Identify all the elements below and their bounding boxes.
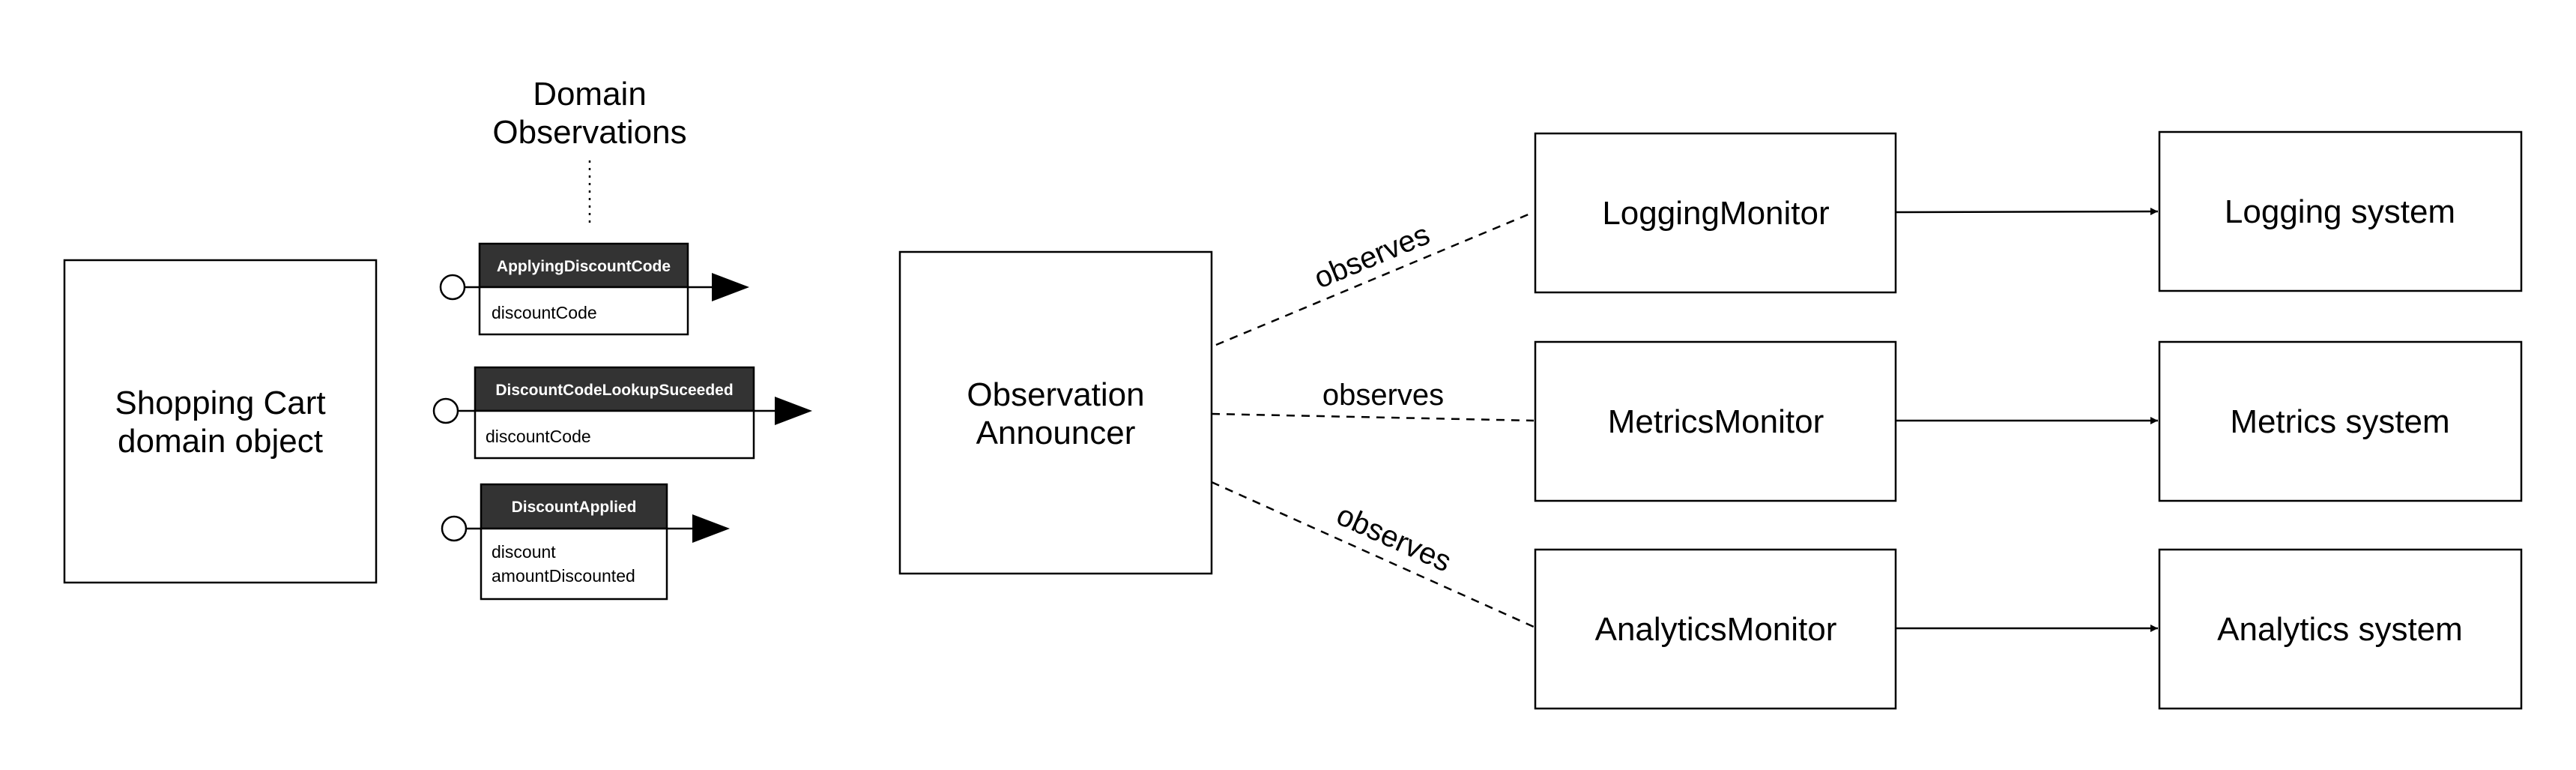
event-discount-code-lookup-suceeded[interactable]: DiscountCodeLookupSuceeded discountCode bbox=[432, 366, 812, 460]
logging-system-box bbox=[2158, 130, 2523, 292]
shopping-cart-label-2: domain object bbox=[118, 423, 323, 460]
shopping-cart-node[interactable]: Shopping Cart domain object bbox=[63, 259, 378, 584]
analytics-system-label: Analytics system bbox=[2217, 611, 2463, 648]
observes-link-logging: observes bbox=[1215, 211, 1535, 346]
metrics-monitor-box bbox=[1534, 340, 1897, 502]
observes-link-analytics: observes bbox=[1211, 481, 1535, 628]
event-discount-applied[interactable]: DiscountApplied discount amountDiscounte… bbox=[441, 483, 730, 601]
analytics-system-node[interactable]: Analytics system bbox=[2158, 548, 2523, 710]
logging-arrow bbox=[1895, 208, 2159, 216]
logging-system-label: Logging system bbox=[2225, 193, 2455, 230]
logging-monitor-label: LoggingMonitor bbox=[1602, 195, 1829, 232]
observation-announcer-label-1: Observation bbox=[967, 376, 1144, 413]
event-3-header bbox=[480, 483, 668, 530]
observation-announcer-box bbox=[898, 250, 1213, 575]
observes-link-metrics: observes bbox=[1211, 379, 1535, 422]
observation-announcer-node[interactable]: Observation Announcer bbox=[898, 250, 1213, 575]
metrics-monitor-node[interactable]: MetricsMonitor bbox=[1534, 340, 1897, 502]
event-3-field-2: amountDiscounted bbox=[492, 566, 635, 586]
event-2-body bbox=[474, 409, 755, 460]
event-3-field-1: discount bbox=[492, 542, 556, 562]
metrics-system-box bbox=[2158, 340, 2523, 502]
metrics-system-label: Metrics system bbox=[2230, 403, 2449, 440]
event-applying-discount-code[interactable]: ApplyingDiscountCode discountCode bbox=[439, 242, 749, 336]
event-3-body bbox=[480, 527, 668, 601]
event-1-body bbox=[478, 286, 689, 336]
event-1-port-icon bbox=[439, 274, 466, 301]
event-1-field-1: discountCode bbox=[492, 303, 597, 322]
logging-monitor-box bbox=[1534, 132, 1897, 294]
event-1-arrow-icon bbox=[712, 273, 749, 301]
observes-label-logging: observes bbox=[1310, 217, 1435, 295]
observes-line-logging bbox=[1215, 211, 1535, 346]
domain-observations-heading: Domain Observations bbox=[492, 76, 687, 223]
event-1-name: ApplyingDiscountCode bbox=[497, 258, 671, 275]
logging-monitor-node[interactable]: LoggingMonitor bbox=[1534, 132, 1897, 294]
event-3-arrow-icon bbox=[692, 514, 730, 543]
metrics-system-node[interactable]: Metrics system bbox=[2158, 340, 2523, 502]
logging-system-node[interactable]: Logging system bbox=[2158, 130, 2523, 292]
shopping-cart-box bbox=[63, 259, 378, 584]
observes-label-metrics: observes bbox=[1322, 379, 1444, 412]
event-2-field-1: discountCode bbox=[486, 427, 591, 446]
observes-line-metrics bbox=[1211, 412, 1535, 422]
shopping-cart-label-1: Shopping Cart bbox=[115, 385, 325, 421]
event-1-header bbox=[478, 242, 689, 289]
observes-line-analytics bbox=[1211, 481, 1535, 628]
observes-label-analytics: observes bbox=[1331, 499, 1456, 579]
analytics-system-box bbox=[2158, 548, 2523, 710]
event-2-name: DiscountCodeLookupSuceeded bbox=[495, 382, 733, 399]
event-3-name: DiscountApplied bbox=[512, 499, 637, 516]
heading-line-2: Observations bbox=[492, 114, 686, 151]
analytics-monitor-label: AnalyticsMonitor bbox=[1595, 611, 1837, 648]
analytics-monitor-node[interactable]: AnalyticsMonitor bbox=[1534, 548, 1897, 710]
metrics-monitor-label: MetricsMonitor bbox=[1608, 403, 1824, 440]
heading-line-1: Domain bbox=[533, 76, 647, 112]
observation-announcer-label-2: Announcer bbox=[976, 415, 1136, 451]
event-3-port-icon bbox=[441, 515, 468, 542]
event-2-arrow-icon bbox=[775, 397, 812, 425]
event-2-port-icon bbox=[432, 397, 459, 424]
